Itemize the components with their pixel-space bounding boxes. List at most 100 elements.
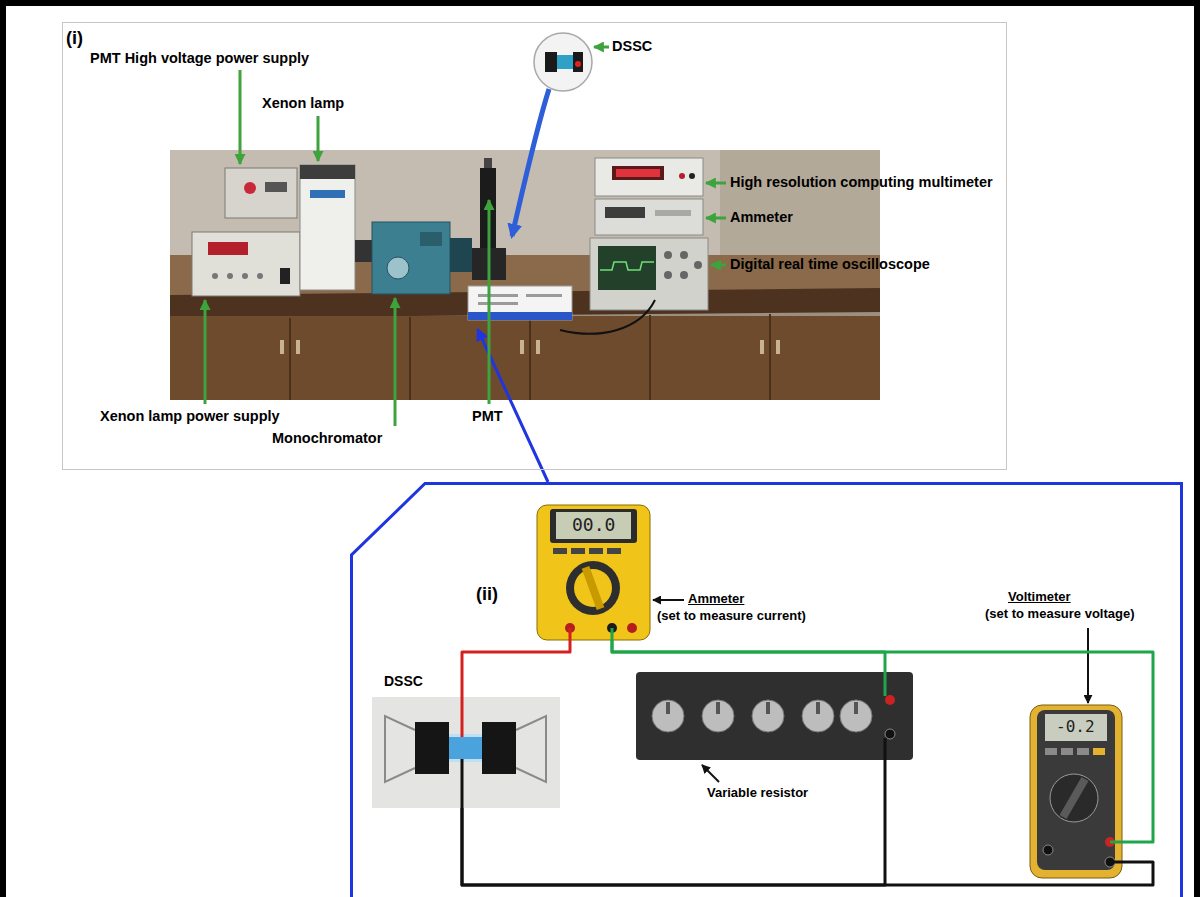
callout-label: DSSC bbox=[612, 38, 652, 55]
resistor-box bbox=[802, 700, 834, 732]
panel-label: (ii) bbox=[476, 584, 498, 605]
bench-instruments bbox=[612, 166, 664, 180]
variable-resistor: Variable resistor bbox=[636, 672, 913, 760]
bench-instruments bbox=[689, 173, 695, 179]
leader-arrow bbox=[239, 70, 242, 164]
leader-arrow bbox=[706, 217, 726, 220]
voltmeter-meter-art bbox=[1077, 748, 1089, 755]
bench-instruments bbox=[655, 210, 691, 216]
ammeter-meter-art bbox=[582, 566, 605, 610]
leader-arrow bbox=[594, 46, 609, 49]
resistor-box bbox=[636, 672, 913, 760]
dssc-photo bbox=[461, 759, 464, 808]
cable-arrow bbox=[512, 89, 549, 236]
xenon-lamp bbox=[310, 190, 345, 198]
ammeter-meter: 00.0Ammeter(set to measure current) bbox=[537, 505, 650, 640]
instrument-label: Ammeter bbox=[688, 592, 744, 607]
monochromator bbox=[420, 232, 442, 246]
instrument-label: Voltimeter bbox=[1008, 590, 1071, 605]
breadboard bbox=[468, 286, 572, 320]
voltmeter-meter-art bbox=[1060, 777, 1089, 819]
hv-power-supply bbox=[265, 182, 287, 192]
component-label: DSSC bbox=[384, 673, 423, 689]
ammeter-meter-art bbox=[569, 628, 572, 640]
ammeter-meter-art bbox=[589, 548, 603, 554]
ammeter-meter-art bbox=[571, 548, 585, 554]
wire bbox=[462, 808, 1153, 885]
dssc-photo bbox=[372, 697, 560, 808]
breadboard bbox=[478, 302, 518, 305]
lab-photo bbox=[720, 150, 880, 255]
pointer-arrow bbox=[653, 599, 684, 601]
display-reading: 00.0 bbox=[572, 516, 615, 534]
lab-photo bbox=[170, 316, 880, 400]
resistor-box bbox=[636, 672, 913, 760]
callout-label: Digital real time oscilloscope bbox=[730, 256, 930, 273]
ammeter-meter-art bbox=[607, 548, 621, 554]
panel-outline: 00.0Ammeter(set to measure current) DSSC V… bbox=[350, 482, 1183, 897]
resistor-box bbox=[816, 702, 820, 714]
dssc-inset bbox=[573, 52, 583, 72]
wire bbox=[462, 760, 885, 885]
ammeter-meter-art bbox=[627, 623, 637, 633]
lamp-power-supply bbox=[192, 232, 300, 296]
lab-photo bbox=[520, 340, 524, 354]
hv-power-supply bbox=[225, 168, 297, 218]
lamp-power-supply bbox=[280, 268, 290, 284]
dssc-inset bbox=[545, 52, 557, 72]
panel-frame: (i) bbox=[62, 22, 1007, 470]
wire bbox=[462, 640, 570, 697]
ammeter-meter-art bbox=[611, 628, 614, 640]
breadboard bbox=[478, 294, 562, 305]
resistor-box bbox=[766, 702, 770, 714]
resistor-box bbox=[716, 702, 720, 714]
bench-instruments bbox=[679, 173, 685, 179]
voltmeter-meter-art bbox=[1110, 861, 1122, 864]
dssc-photo bbox=[372, 697, 560, 808]
ammeter-meter-art bbox=[556, 512, 631, 539]
xenon-lamp bbox=[300, 165, 355, 290]
dssc-inset bbox=[557, 55, 573, 69]
leader-arrow bbox=[711, 264, 726, 267]
resistor-box bbox=[702, 700, 734, 732]
lamp-power-supply bbox=[192, 232, 300, 296]
lab-photo bbox=[280, 340, 284, 354]
voltmeter-meter-art bbox=[1030, 705, 1122, 878]
callout-label: Ammeter bbox=[730, 209, 793, 226]
xenon-lamp bbox=[300, 165, 355, 179]
voltmeter-meter-art bbox=[1030, 705, 1122, 878]
ammeter-meter-art bbox=[566, 561, 620, 615]
dssc-inset bbox=[534, 33, 592, 91]
dssc-photo bbox=[516, 716, 546, 782]
hv-power-supply bbox=[225, 168, 297, 218]
panel-label: (i) bbox=[66, 28, 83, 49]
xenon-lamp bbox=[355, 240, 373, 262]
callout-label: Monochromator bbox=[272, 430, 382, 447]
monochromator bbox=[372, 222, 450, 294]
lab-photo bbox=[409, 317, 411, 400]
pointer-arrow bbox=[1087, 628, 1089, 703]
monochromator bbox=[387, 257, 409, 279]
resistor-box bbox=[885, 729, 895, 739]
bench-instruments bbox=[598, 246, 656, 290]
wire bbox=[612, 640, 1153, 842]
voltmeter-meter-art bbox=[1043, 845, 1053, 855]
leader-arrow bbox=[205, 47, 726, 426]
resistor-box bbox=[854, 702, 858, 714]
monochromator bbox=[372, 222, 472, 294]
leader-arrow bbox=[204, 300, 207, 404]
bench-instruments bbox=[664, 251, 672, 259]
lab-photo bbox=[776, 340, 780, 354]
ammeter-meter-art bbox=[550, 509, 637, 543]
pointer-arrow bbox=[702, 765, 719, 782]
leader-arrow bbox=[394, 298, 397, 426]
lab-photo bbox=[536, 340, 540, 354]
resistor-box bbox=[884, 672, 887, 696]
display-reading: -0.2 bbox=[1056, 719, 1095, 735]
leader-arrow bbox=[488, 200, 491, 404]
callout-label: High resolution computing multimeter bbox=[730, 174, 993, 191]
monochromator bbox=[450, 238, 472, 272]
leader-arrow bbox=[317, 116, 320, 161]
